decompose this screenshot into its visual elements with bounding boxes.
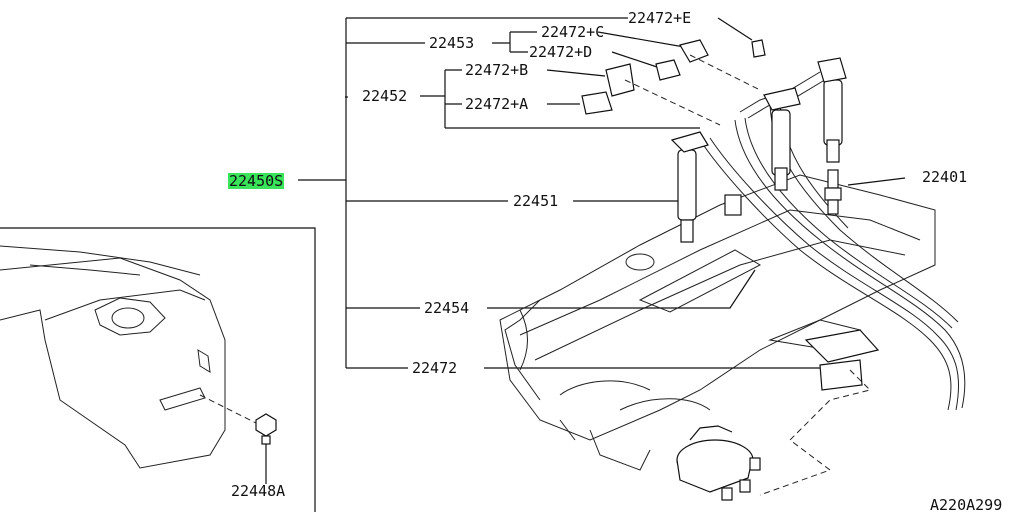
spark-plug [824,169,842,215]
leader-lines [265,17,906,484]
plug-boots [670,57,847,243]
label-22472-d[interactable]: 22472+D [529,43,592,61]
label-22472-b[interactable]: 22472+B [465,61,528,79]
bolt [255,413,277,445]
label-22472-a[interactable]: 22472+A [465,95,528,113]
label-22452[interactable]: 22452 [362,87,407,105]
dashed-guides [199,54,871,496]
label-22454[interactable]: 22454 [424,299,469,317]
label-22450s[interactable]: 22450S [229,172,283,190]
cylinder-head-cover [499,174,936,471]
diagram-code: A220A299 [930,496,1002,512]
highlight-marker [228,173,284,189]
label-22451[interactable]: 22451 [513,192,558,210]
label-22401[interactable]: 22401 [922,168,967,186]
label-22472[interactable]: 22472 [412,359,457,377]
label-22472-e[interactable]: 22472+E [628,9,691,27]
distributor [676,425,761,501]
inset-panel [0,227,316,512]
part-labels: 22450S 22453 22472+C 22472+E 22472+D 224… [229,9,1002,512]
label-22448a[interactable]: 22448A [231,482,285,500]
label-22453[interactable]: 22453 [429,34,474,52]
label-22472-c[interactable]: 22472+C [541,23,604,41]
clamps [581,39,880,391]
